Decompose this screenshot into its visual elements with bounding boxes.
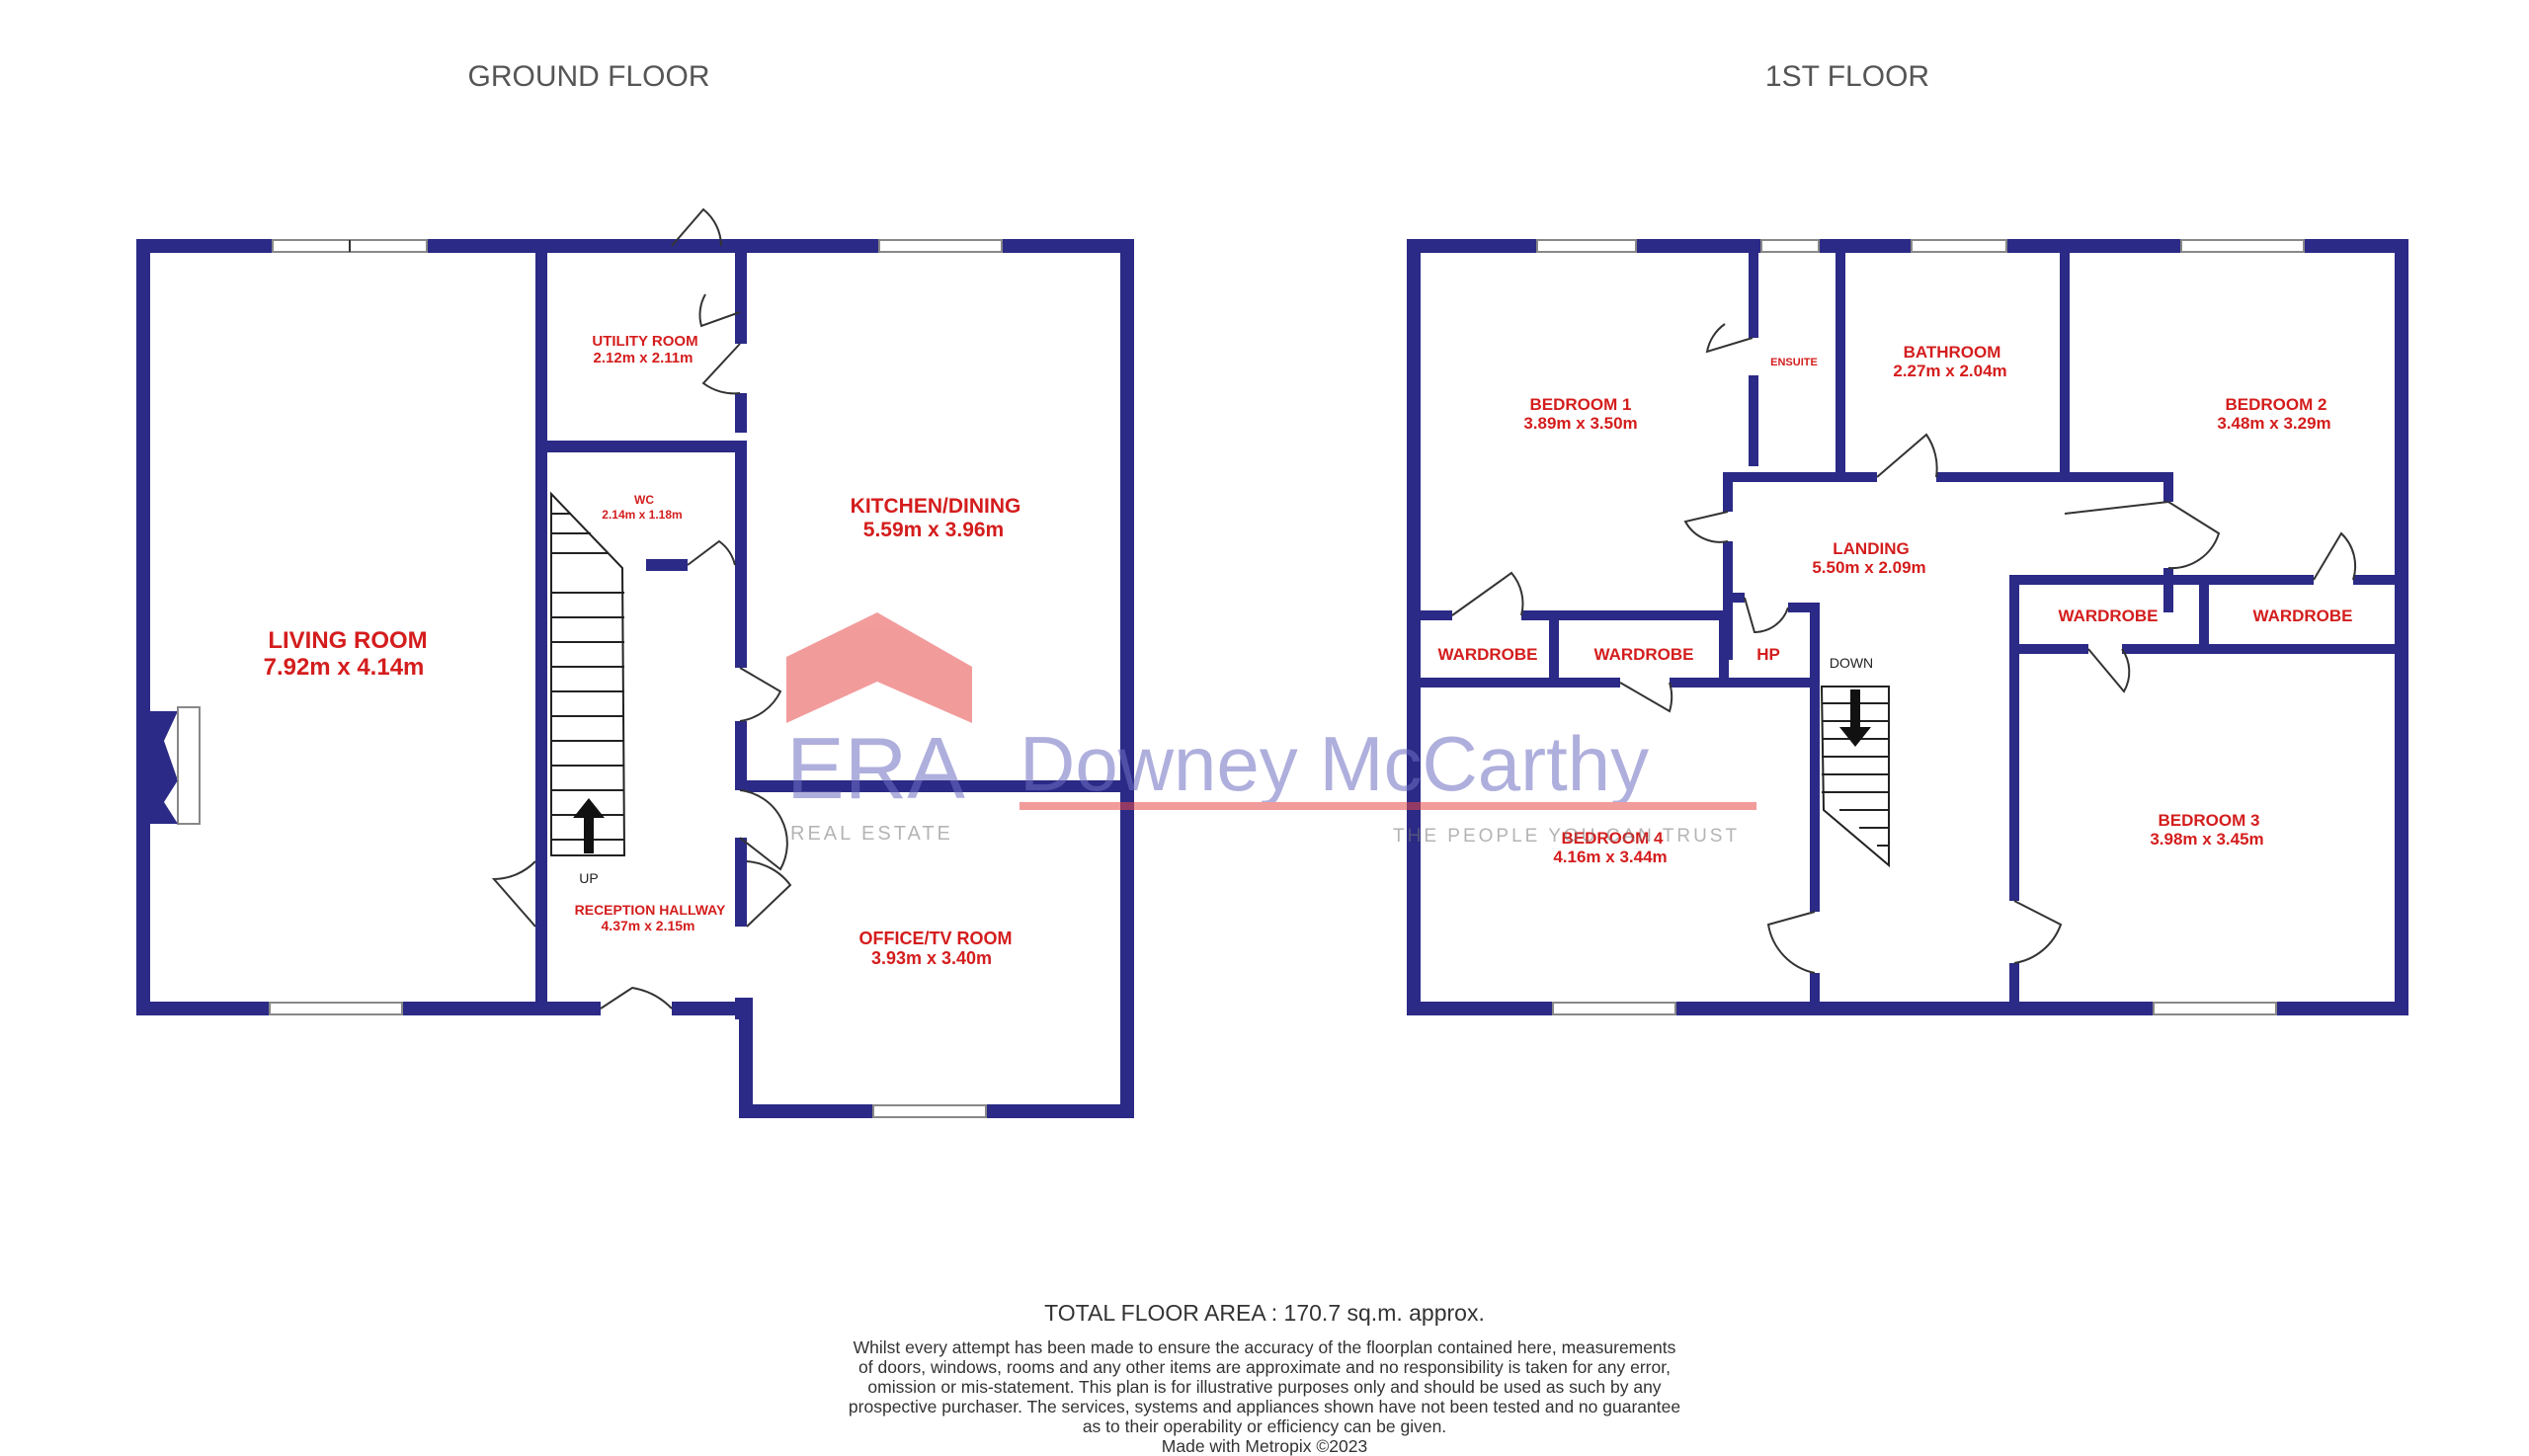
first-stair-label: DOWN (1830, 655, 1873, 671)
back-door (671, 207, 722, 247)
wc-dims: 2.14m x 1.18m (602, 508, 682, 522)
wardrobe-c: WARDROBE (2058, 607, 2158, 625)
office-dims: 3.93m x 3.40m (871, 948, 992, 968)
watermark-sub-left: REAL ESTATE (790, 823, 953, 845)
ground-stair-label: UP (579, 870, 598, 886)
first-floor-plan: DOWN BEDROOM 1 3.89m x 3.50m ENSUITE BAT… (1407, 239, 2408, 1015)
first-floor-title: 1ST FLOOR (1765, 60, 1929, 93)
hallway-dims: 4.37m x 2.15m (602, 918, 695, 933)
total-floor-area: TOTAL FLOOR AREA : 170.7 sq.m. approx. (1044, 1300, 1485, 1326)
wardrobe-a: WARDROBE (1437, 645, 1537, 664)
ground-floor-plan: UP LIVING ROOM 7.92m x 4.14m UTILITY ROO… (136, 207, 1134, 1118)
bedroom4-name: BEDROOM 4 (1562, 829, 1665, 848)
bathroom-name: BATHROOM (1904, 343, 2001, 362)
living-room-dims: 7.92m x 4.14m (264, 654, 425, 681)
disclaimer-line: omission or mis-statement. This plan is … (867, 1377, 1662, 1397)
office-name: OFFICE/TV ROOM (859, 929, 1013, 948)
watermark-brand-left: ERA (786, 719, 965, 817)
bathroom-dims: 2.27m x 2.04m (1893, 362, 2006, 380)
landing-dims: 5.50m x 2.09m (1812, 558, 1925, 577)
wardrobe-d: WARDROBE (2252, 607, 2352, 625)
bedroom1-name: BEDROOM 1 (1530, 395, 1632, 414)
watermark: ERA Downey McCarthy REAL ESTATE THE PEOP… (786, 612, 1756, 847)
ground-floor-title: GROUND FLOOR (467, 60, 709, 93)
utility-room-dims: 2.12m x 2.11m (594, 350, 693, 366)
disclaimer-line: Whilst every attempt has been made to en… (853, 1337, 1676, 1357)
hp-name: HP (1756, 645, 1780, 664)
kitchen-name: KITCHEN/DINING (851, 495, 1021, 518)
bedroom1-dims: 3.89m x 3.50m (1523, 414, 1637, 433)
down-arrow-icon (1839, 689, 1871, 747)
watermark-brand-right: Downey McCarthy (1020, 720, 1649, 807)
bedroom2-dims: 3.48m x 3.29m (2217, 414, 2330, 433)
ensuite-name: ENSUITE (1770, 357, 1818, 368)
disclaimer-line: prospective purchaser. The services, sys… (848, 1397, 1681, 1416)
bedroom3-name: BEDROOM 3 (2159, 811, 2260, 830)
kitchen-dims: 5.59m x 3.96m (863, 519, 1004, 541)
bedroom4-dims: 4.16m x 3.44m (1553, 848, 1667, 866)
bedroom2-name: BEDROOM 2 (2226, 395, 2327, 414)
wc-name: WC (634, 493, 654, 507)
living-room-name: LIVING ROOM (268, 627, 427, 654)
first-staircase (1820, 686, 1890, 868)
disclaimer-line: Made with Metropix ©2023 (1161, 1436, 1368, 1456)
disclaimer: Whilst every attempt has been made to en… (771, 1337, 1758, 1456)
fireplace (177, 706, 201, 825)
ground-staircase (550, 491, 626, 856)
bedroom3-dims: 3.98m x 3.45m (2150, 830, 2263, 849)
era-roof-logo (786, 612, 972, 723)
utility-room-name: UTILITY ROOM (592, 333, 697, 350)
front-door (600, 986, 673, 1010)
up-arrow-icon (573, 798, 605, 853)
disclaimer-line: as to their operability or efficiency ca… (1082, 1416, 1447, 1436)
landing-name: LANDING (1833, 539, 1909, 558)
disclaimer-line: of doors, windows, rooms and any other i… (858, 1357, 1671, 1377)
wardrobe-b: WARDROBE (1593, 645, 1693, 664)
hallway-name: RECEPTION HALLWAY (575, 902, 726, 918)
watermark-sub-right: THE PEOPLE YOU CAN TRUST (1393, 826, 1740, 847)
